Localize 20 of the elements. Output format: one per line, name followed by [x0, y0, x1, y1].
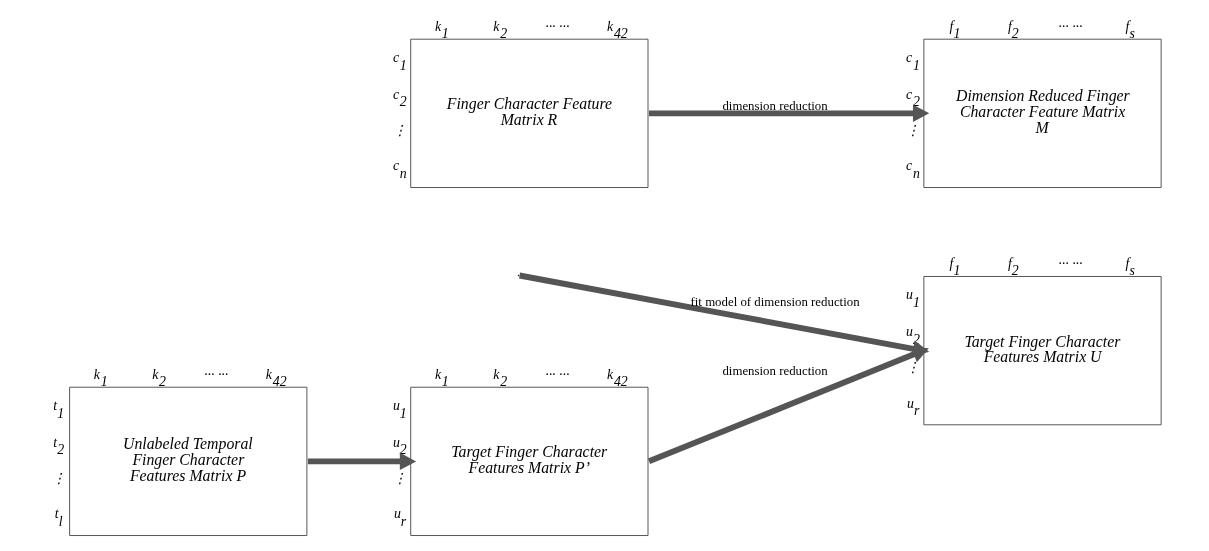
node-label: ⋮ [51, 470, 66, 486]
node-box: Finger Character Feature Matrix R [410, 38, 649, 188]
node-label: ⋮ [906, 122, 921, 138]
node-box: Target Finger Character Features Matrix P’ [410, 386, 649, 537]
edge-label: fit model of dimension reduction [690, 294, 860, 309]
arrow [649, 104, 930, 122]
node-label: ⋮ [392, 470, 407, 486]
edge-label: dimension reduction [722, 98, 828, 113]
node-label: ··· ··· [545, 366, 570, 382]
node-label: ⋮ [392, 122, 407, 138]
node-box: Dimension Reduced Finger Character Feature Matrix M [923, 38, 1162, 188]
node-box: Unlabeled Temporal Finger Character Features Matrix P [69, 386, 308, 537]
node-label: ··· ··· [1058, 255, 1083, 271]
node-label: ⋮ [906, 360, 921, 376]
node-label: ··· ··· [545, 18, 570, 34]
node-box: Target Finger Character Features Matrix U [923, 276, 1162, 426]
arrow [307, 452, 417, 470]
edge-label: dimension reduction [722, 363, 828, 378]
node-label: ··· ··· [204, 366, 229, 382]
node-label: ··· ··· [1058, 18, 1083, 34]
